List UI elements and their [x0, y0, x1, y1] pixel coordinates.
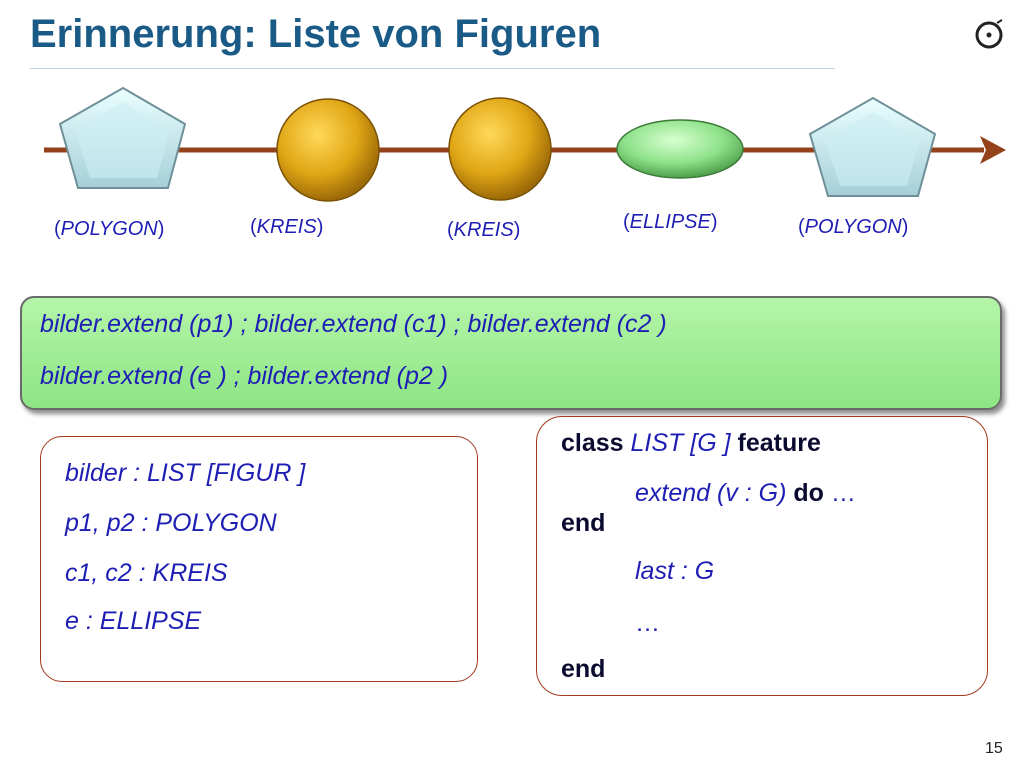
label-kreis-2: (KREIS): [447, 219, 521, 241]
title-divider: [30, 68, 835, 69]
declaration-bilder: bilder : LIST [FIGUR ]: [65, 459, 306, 487]
label-kreis-1: (KREIS): [250, 216, 324, 238]
label-ellipse: (ELLIPSE): [623, 211, 718, 233]
label-polygon-2: (POLYGON): [798, 216, 909, 238]
extend-calls-line-2: bilder.extend (e ) ; bilder.extend (p2 ): [40, 362, 449, 390]
declarations-box: bilder : LIST [FIGUR ] p1, p2 : POLYGON …: [40, 436, 478, 682]
end-keyword-1: end: [561, 509, 606, 537]
more-features-ellipsis: …: [635, 609, 660, 637]
last-feature: last : G: [635, 557, 715, 585]
end-keyword-2: end: [561, 655, 606, 683]
do-keyword: do: [793, 479, 824, 507]
label-polygon-1: (POLYGON): [54, 218, 165, 240]
declaration-ellipse: e : ELLIPSE: [65, 607, 202, 635]
page-number: 15: [985, 740, 1003, 757]
declaration-polygons: p1, p2 : POLYGON: [65, 509, 277, 537]
list-class-box: class LIST [G ] feature extend (v : G) d…: [536, 416, 988, 696]
extend-calls-box: bilder.extend (p1) ; bilder.extend (c1) …: [20, 296, 1002, 410]
circle-shape-2: [448, 97, 552, 201]
list-diagram: [44, 86, 1006, 202]
class-keyword: class: [561, 429, 624, 457]
circle-shape-1: [276, 98, 380, 202]
eiffel-logo-icon: [975, 19, 1003, 49]
slide-title: Erinnerung: Liste von Figuren: [30, 12, 602, 56]
extend-calls-line-1: bilder.extend (p1) ; bilder.extend (c1) …: [40, 310, 667, 338]
class-generic: [G ]: [690, 429, 731, 457]
feature-keyword: feature: [737, 429, 821, 457]
class-name: LIST: [630, 429, 684, 457]
extend-body-ellipsis: …: [830, 479, 856, 507]
polygon-shape-1: [58, 86, 187, 189]
list-arrow-head: [980, 136, 1006, 164]
polygon-shape-2: [808, 96, 937, 197]
ellipse-shape: [616, 119, 744, 179]
extend-feature: extend (v : G) do …: [635, 479, 856, 508]
declaration-kreise: c1, c2 : KREIS: [65, 559, 228, 587]
class-header: class LIST [G ] feature: [561, 429, 821, 458]
extend-signature: extend (v : G): [635, 479, 787, 507]
